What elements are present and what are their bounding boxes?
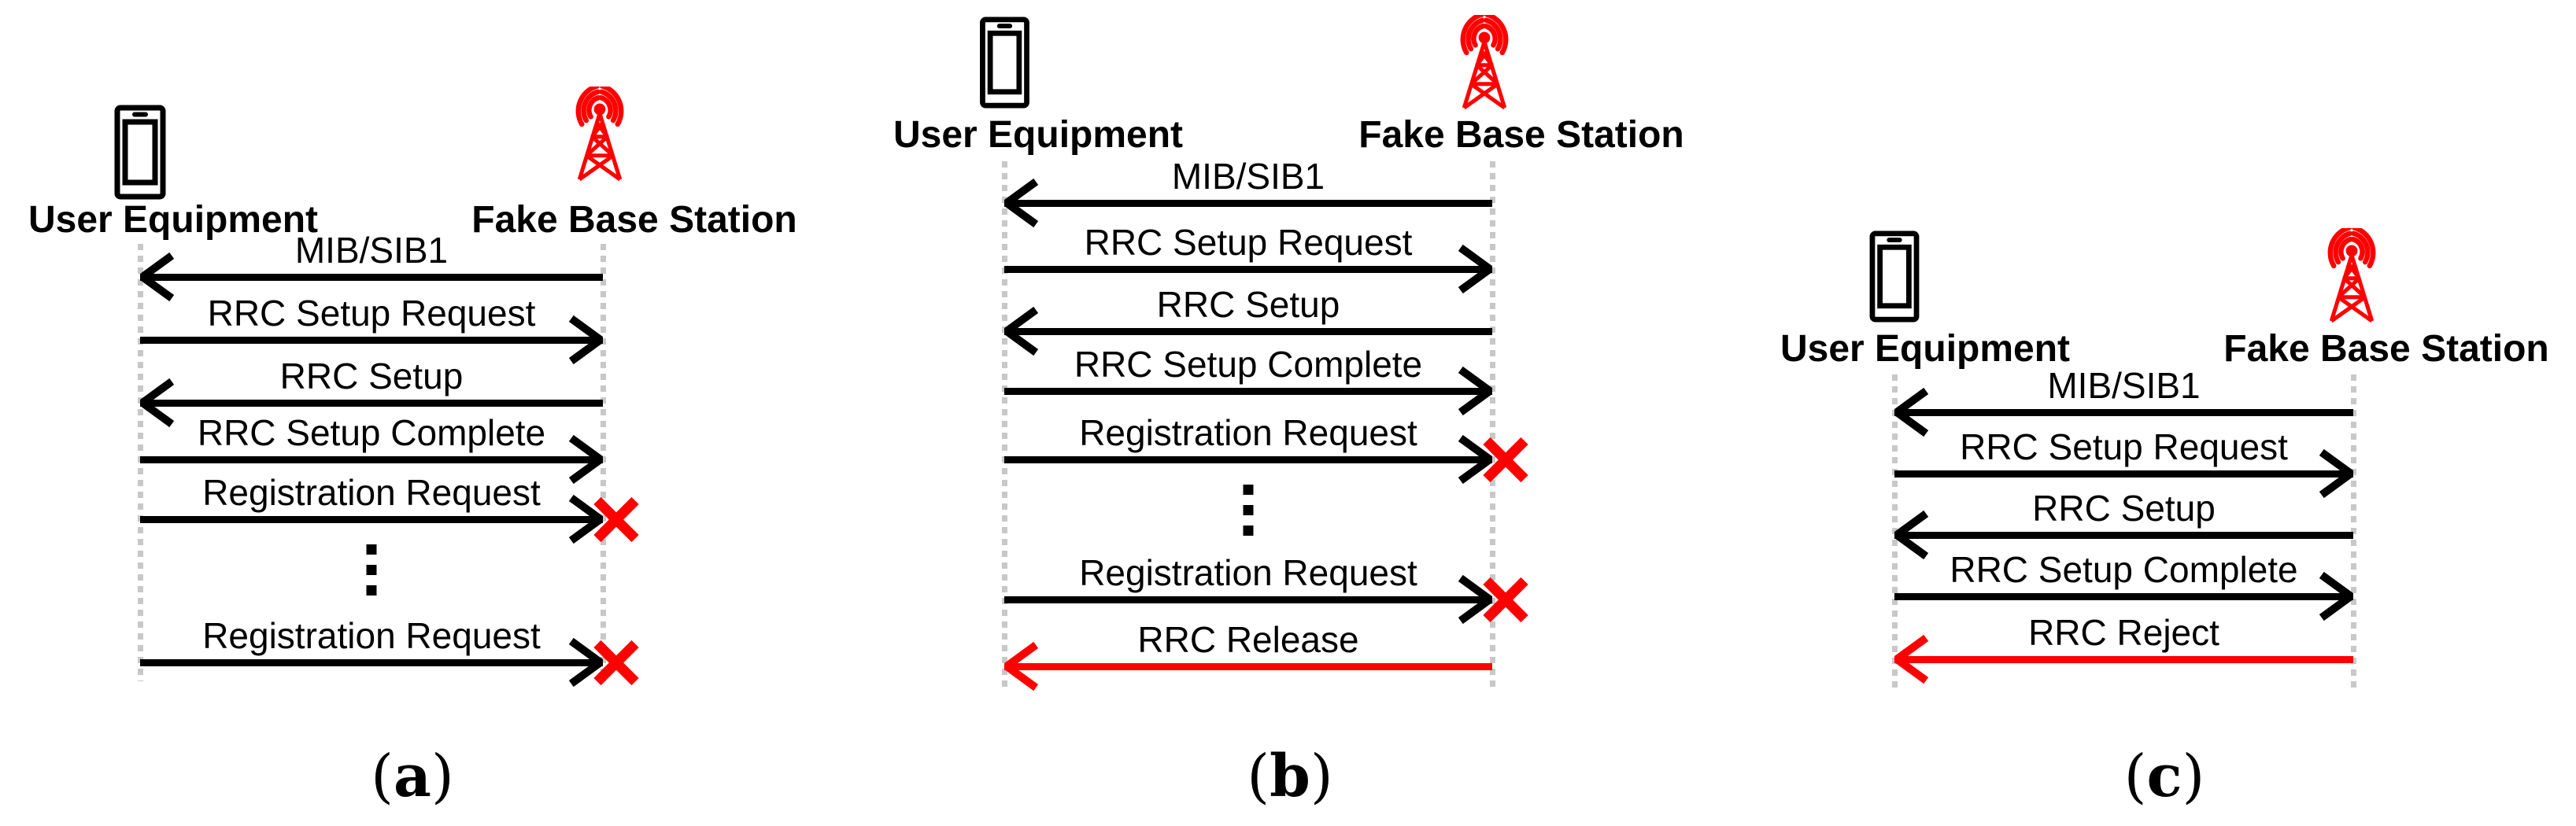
message-label: MIB/SIB1	[1171, 156, 1325, 197]
message-label: RRC Setup	[279, 356, 464, 396]
caption-letter: c	[2146, 743, 2182, 810]
message-label: MIB/SIB1	[294, 230, 449, 271]
dot	[1243, 485, 1254, 495]
ellipsis-dots	[366, 544, 377, 606]
message-label: RRC Setup Request	[1084, 222, 1413, 263]
arrow-shaft	[140, 516, 603, 523]
arrow-shaft	[140, 400, 603, 407]
arrow-shaft	[1894, 656, 2353, 663]
message-label: Registration Request	[1079, 412, 1417, 453]
message-label: RRC Setup Complete	[197, 412, 546, 453]
cell-tower-icon	[2315, 228, 2388, 326]
dot	[366, 544, 377, 555]
panel-caption-c: (c)	[2124, 747, 2205, 806]
ue-lifeline	[1001, 161, 1007, 688]
blocked-x-icon	[1481, 575, 1530, 624]
caption-letter: a	[394, 743, 431, 810]
message-label: RRC Setup	[1156, 284, 1340, 325]
arrow-shaft	[140, 337, 603, 344]
dot	[366, 565, 377, 575]
message-label: RRC Setup Request	[1960, 426, 2288, 467]
blocked-x-icon	[592, 638, 641, 687]
message-label: RRC Setup	[2032, 488, 2216, 529]
arrow-shaft	[140, 456, 603, 463]
fbs-actor-label: Fake Base Station	[471, 199, 797, 241]
caption-paren: (	[1247, 743, 1270, 810]
smartphone-icon	[978, 17, 1031, 109]
message-label: Registration Request	[1079, 552, 1417, 593]
message-label: RRC Setup Complete	[1950, 549, 2298, 590]
dot	[1243, 505, 1254, 515]
ue-actor-label: User Equipment	[893, 114, 1184, 156]
arrow-shaft	[140, 659, 603, 666]
arrow-shaft	[140, 274, 603, 281]
panel-caption-a: (a)	[371, 747, 454, 806]
caption-paren: )	[1310, 743, 1333, 810]
arrow-shaft	[1004, 266, 1492, 273]
caption-paren: )	[2182, 743, 2205, 810]
caption-letter: b	[1270, 743, 1310, 810]
caption-paren: (	[2123, 743, 2147, 810]
cell-tower-icon	[1448, 15, 1521, 112]
message-label: MIB/SIB1	[2047, 365, 2201, 406]
fbs-actor-label: Fake Base Station	[2223, 328, 2549, 370]
arrow-shaft	[1894, 593, 2353, 600]
ue-actor-label: User Equipment	[1780, 328, 2071, 370]
panel-caption-b: (b)	[1247, 747, 1333, 806]
fbs-lifeline	[2350, 374, 2356, 689]
smartphone-icon	[114, 105, 166, 200]
smartphone-icon	[1868, 230, 1920, 323]
arrow-shaft	[1894, 409, 2353, 416]
blocked-x-icon	[1481, 435, 1530, 484]
arrow-shaft	[1004, 328, 1492, 335]
arrow-shaft	[1004, 456, 1492, 463]
message-label: RRC Setup Request	[207, 293, 536, 334]
fbs-actor-label: Fake Base Station	[1358, 114, 1684, 156]
arrow-shaft	[1004, 388, 1492, 395]
arrow-shaft	[1894, 532, 2353, 539]
caption-paren: )	[431, 743, 454, 810]
arrow-shaft	[1004, 663, 1492, 670]
blocked-x-icon	[592, 495, 641, 544]
dot	[366, 585, 377, 596]
message-label: RRC Reject	[2028, 612, 2219, 653]
arrow-shaft	[1894, 470, 2353, 478]
message-label: Registration Request	[202, 615, 541, 656]
caption-paren: (	[371, 743, 394, 810]
ue-actor-label: User Equipment	[28, 199, 319, 241]
arrow-shaft	[1004, 200, 1492, 207]
dot	[1243, 525, 1254, 536]
message-label: RRC Release	[1137, 619, 1359, 660]
cell-tower-icon	[564, 87, 636, 184]
ellipsis-dots	[1243, 485, 1254, 546]
fbs-lifeline	[1489, 161, 1495, 688]
message-label: Registration Request	[202, 472, 541, 513]
message-label: RRC Setup Complete	[1074, 344, 1423, 385]
arrow-shaft	[1004, 596, 1492, 603]
